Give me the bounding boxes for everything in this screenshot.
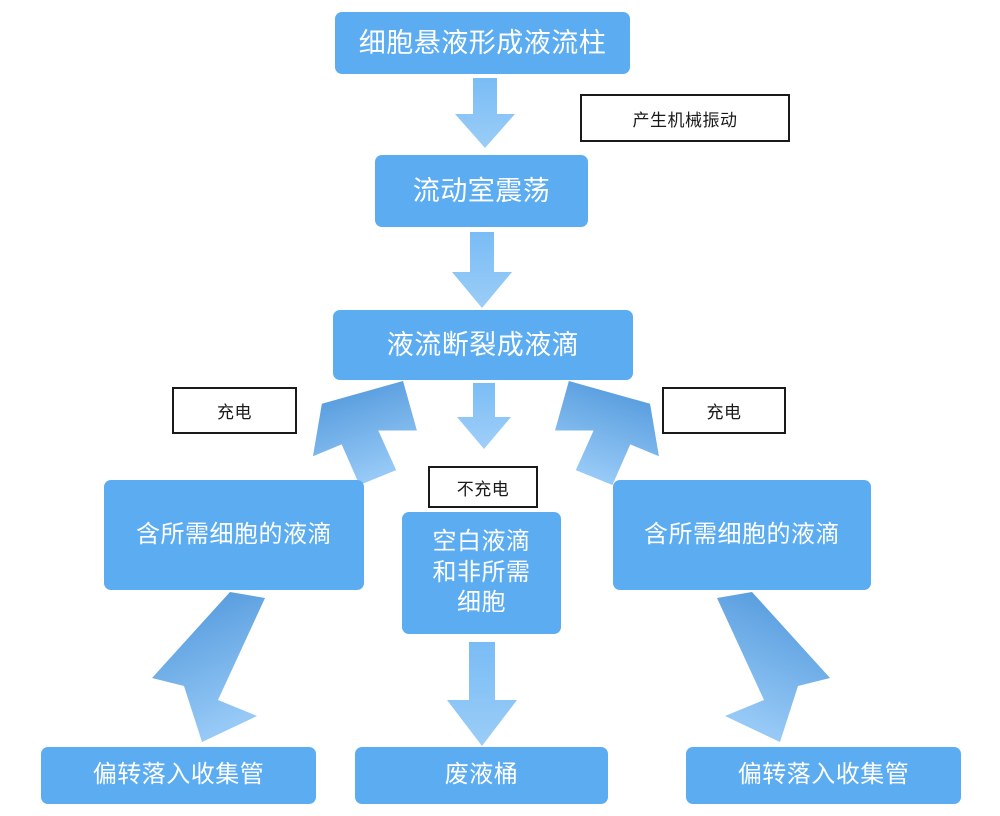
arrow-down-right-2	[700, 592, 830, 744]
node-stream-breaks-into-droplets[interactable]: 液流断裂成液滴	[333, 310, 633, 380]
node-droplets-with-target-cells-right[interactable]: 含所需细胞的液滴	[613, 480, 871, 590]
arrow-down-3	[457, 383, 511, 451]
arrow-down-2	[452, 232, 512, 310]
arrow-down-left-2	[152, 592, 282, 744]
arrow-down-left-1	[312, 381, 423, 490]
annotation-no-charge: 不充电	[428, 466, 538, 508]
node-deflect-into-collection-tube-left[interactable]: 偏转落入收集管	[41, 747, 316, 804]
node-deflect-into-collection-tube-right[interactable]: 偏转落入收集管	[686, 747, 961, 804]
node-cell-suspension-stream[interactable]: 细胞悬液形成液流柱	[335, 12, 630, 74]
node-blank-and-unwanted-cells-label: 空白液滴 和非所需 细胞	[432, 527, 531, 617]
arrow-down-right-1	[550, 381, 660, 490]
annotation-charge-left: 充电	[172, 387, 297, 434]
annotation-charge-right: 充电	[662, 387, 786, 434]
annotation-mechanical-vibration: 产生机械振动	[580, 94, 790, 142]
node-blank-and-unwanted-cells[interactable]: 空白液滴 和非所需 细胞	[402, 512, 561, 634]
arrow-down-1	[455, 78, 515, 150]
node-waste-container[interactable]: 废液桶	[355, 747, 608, 804]
node-droplets-with-target-cells-left[interactable]: 含所需细胞的液滴	[104, 480, 364, 590]
arrow-down-4	[447, 642, 517, 748]
node-flow-chamber-oscillation[interactable]: 流动室震荡	[375, 155, 588, 227]
